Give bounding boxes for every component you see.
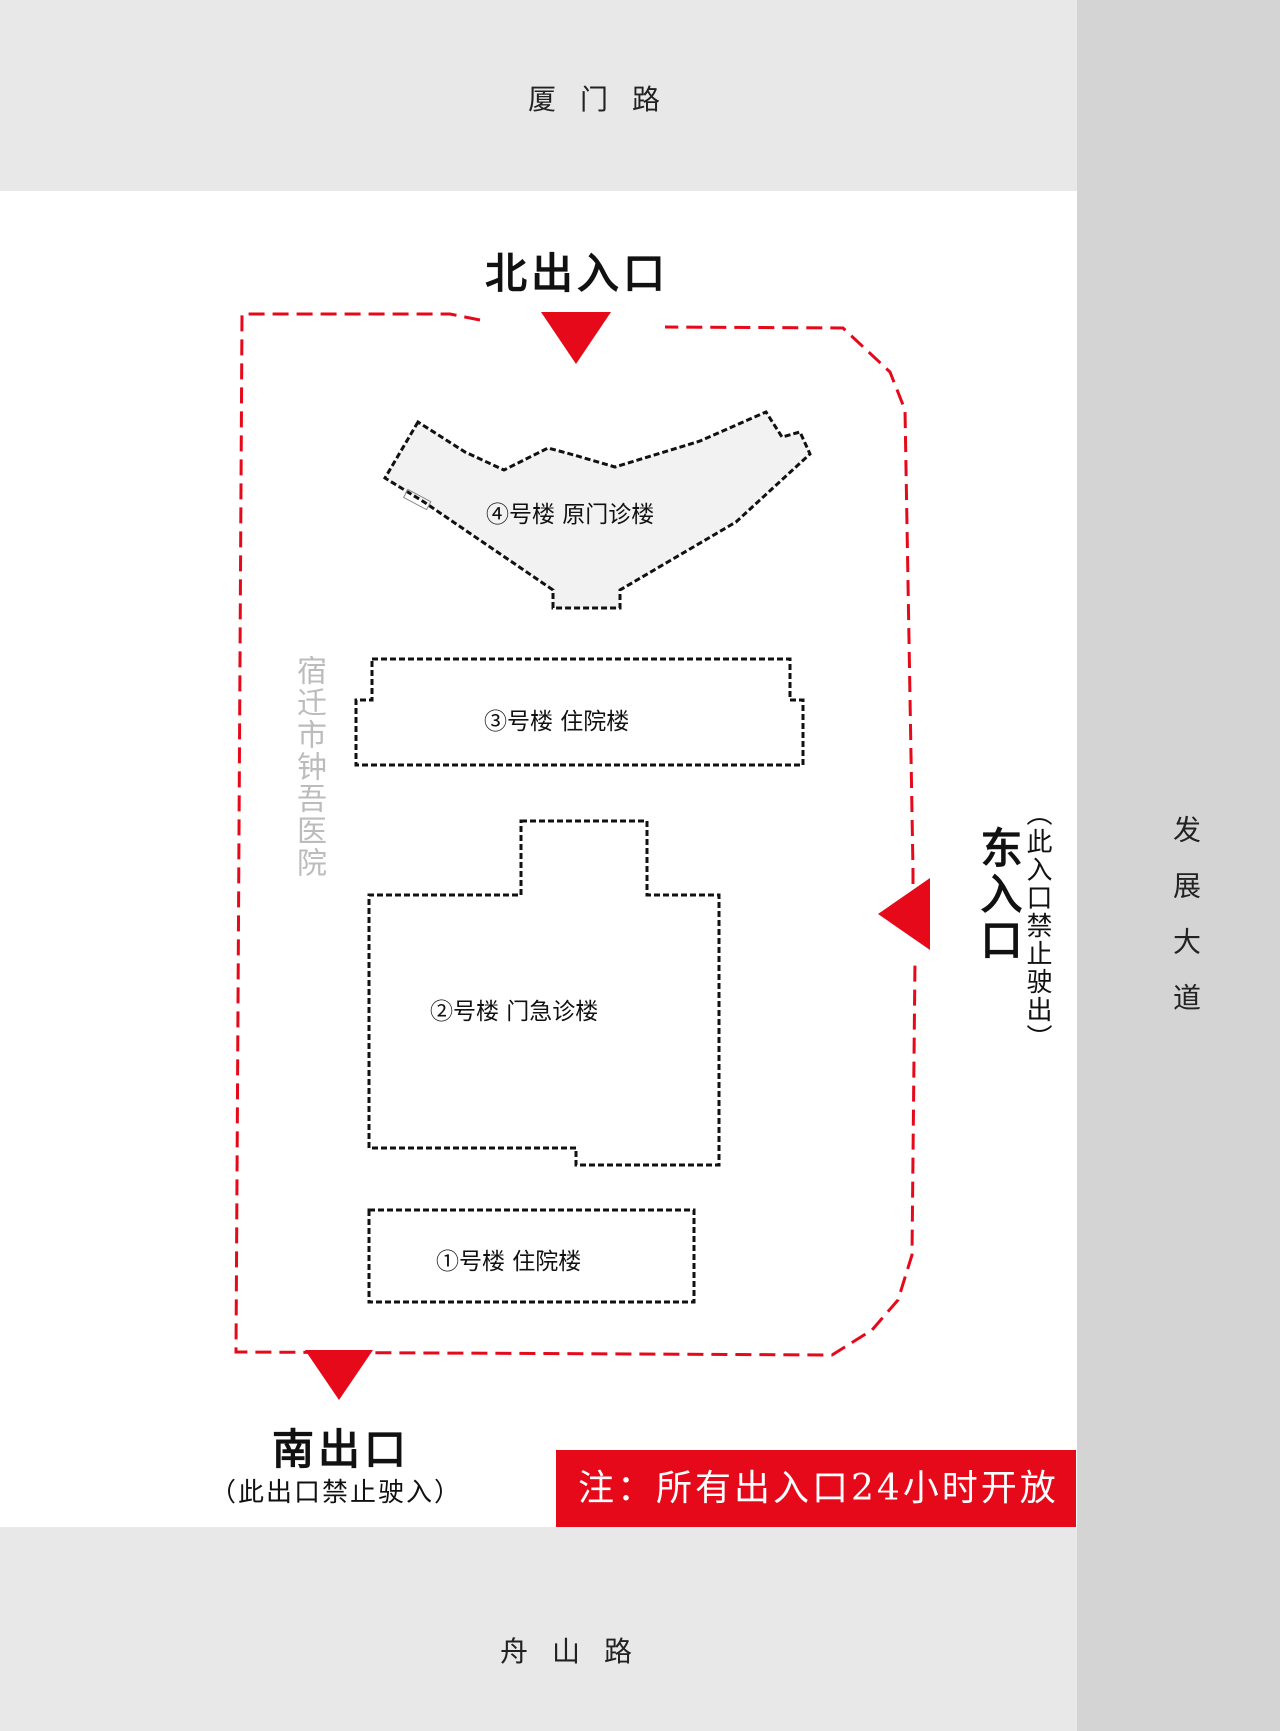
road-name-top: 厦门路 — [528, 83, 685, 116]
building-4-label: ④号楼 原门诊楼 — [486, 502, 655, 528]
south-exit-arrow — [305, 1350, 373, 1400]
road-name-right: 发展大道 — [1169, 815, 1202, 1039]
building-2-outline — [367, 819, 721, 1167]
building-4-outline — [382, 410, 812, 610]
hospital-name: 宿迁市钟吾医院 — [291, 655, 326, 879]
road-right-area — [1077, 0, 1280, 1731]
east-entrance-arrow — [878, 878, 930, 950]
campus-boundary — [234, 312, 917, 1357]
road-name-bottom: 舟山路 — [500, 1635, 657, 1668]
road-bottom-area — [0, 1527, 1077, 1731]
building-3-outline — [354, 657, 805, 767]
road-top-area — [0, 0, 1077, 191]
north-entrance-label: 北出入口 — [485, 249, 670, 298]
building-3-label: ③号楼 住院楼 — [484, 709, 630, 735]
opening-hours-notice: 注：所有出入口24小时开放 — [556, 1450, 1076, 1527]
east-entrance-label: 东入口 — [974, 826, 1023, 964]
building-2-label: ②号楼 门急诊楼 — [430, 999, 599, 1025]
south-exit-label: 南出口 — [272, 1425, 411, 1474]
north-entrance-arrow — [541, 312, 611, 364]
south-exit-note: （此出口禁止驶入） — [210, 1478, 463, 1508]
building-1-outline — [367, 1208, 696, 1304]
building-4-marker — [402, 488, 432, 511]
east-entrance-note: （此入口禁止驶出） — [1022, 800, 1052, 1052]
building-1-label: ①号楼 住院楼 — [436, 1249, 582, 1275]
